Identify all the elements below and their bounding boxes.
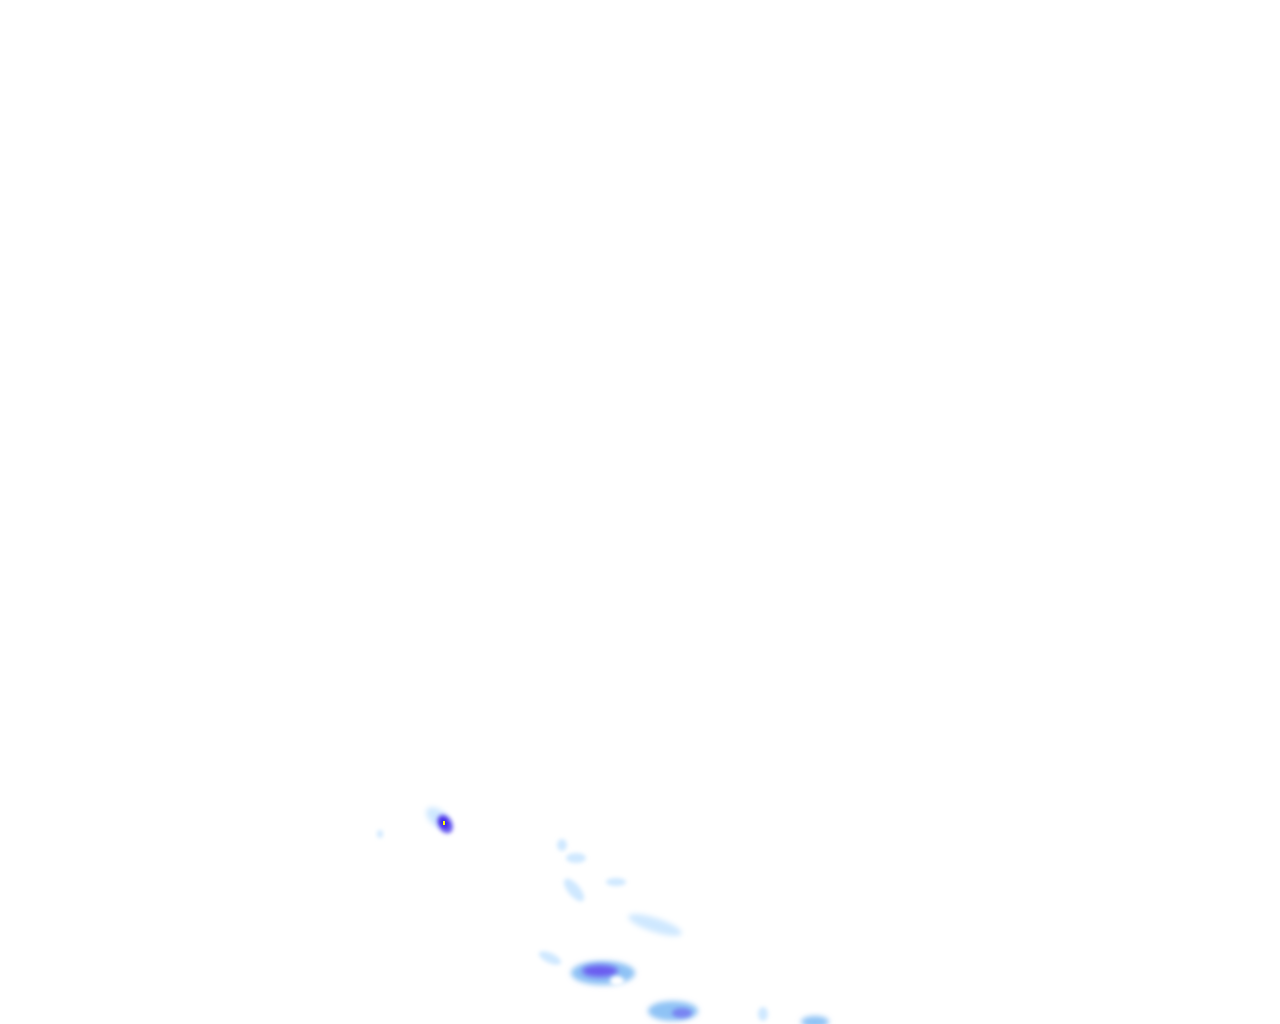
- cell-northwest: [377, 807, 453, 838]
- cell-south: [538, 951, 829, 1024]
- precip-light: [566, 853, 586, 863]
- precip-light: [758, 1007, 768, 1021]
- precip-light: [628, 914, 682, 936]
- precip-moderate: [801, 1016, 829, 1024]
- precip-heavy: [672, 1008, 692, 1018]
- cell-scattered: [557, 839, 682, 936]
- precip-light: [606, 878, 626, 886]
- precip-peak: [443, 821, 445, 825]
- precip-light: [563, 878, 585, 902]
- precip-light: [557, 839, 567, 851]
- precip-light: [538, 951, 562, 965]
- precip-heavy: [582, 965, 618, 977]
- precip-light: [377, 830, 383, 838]
